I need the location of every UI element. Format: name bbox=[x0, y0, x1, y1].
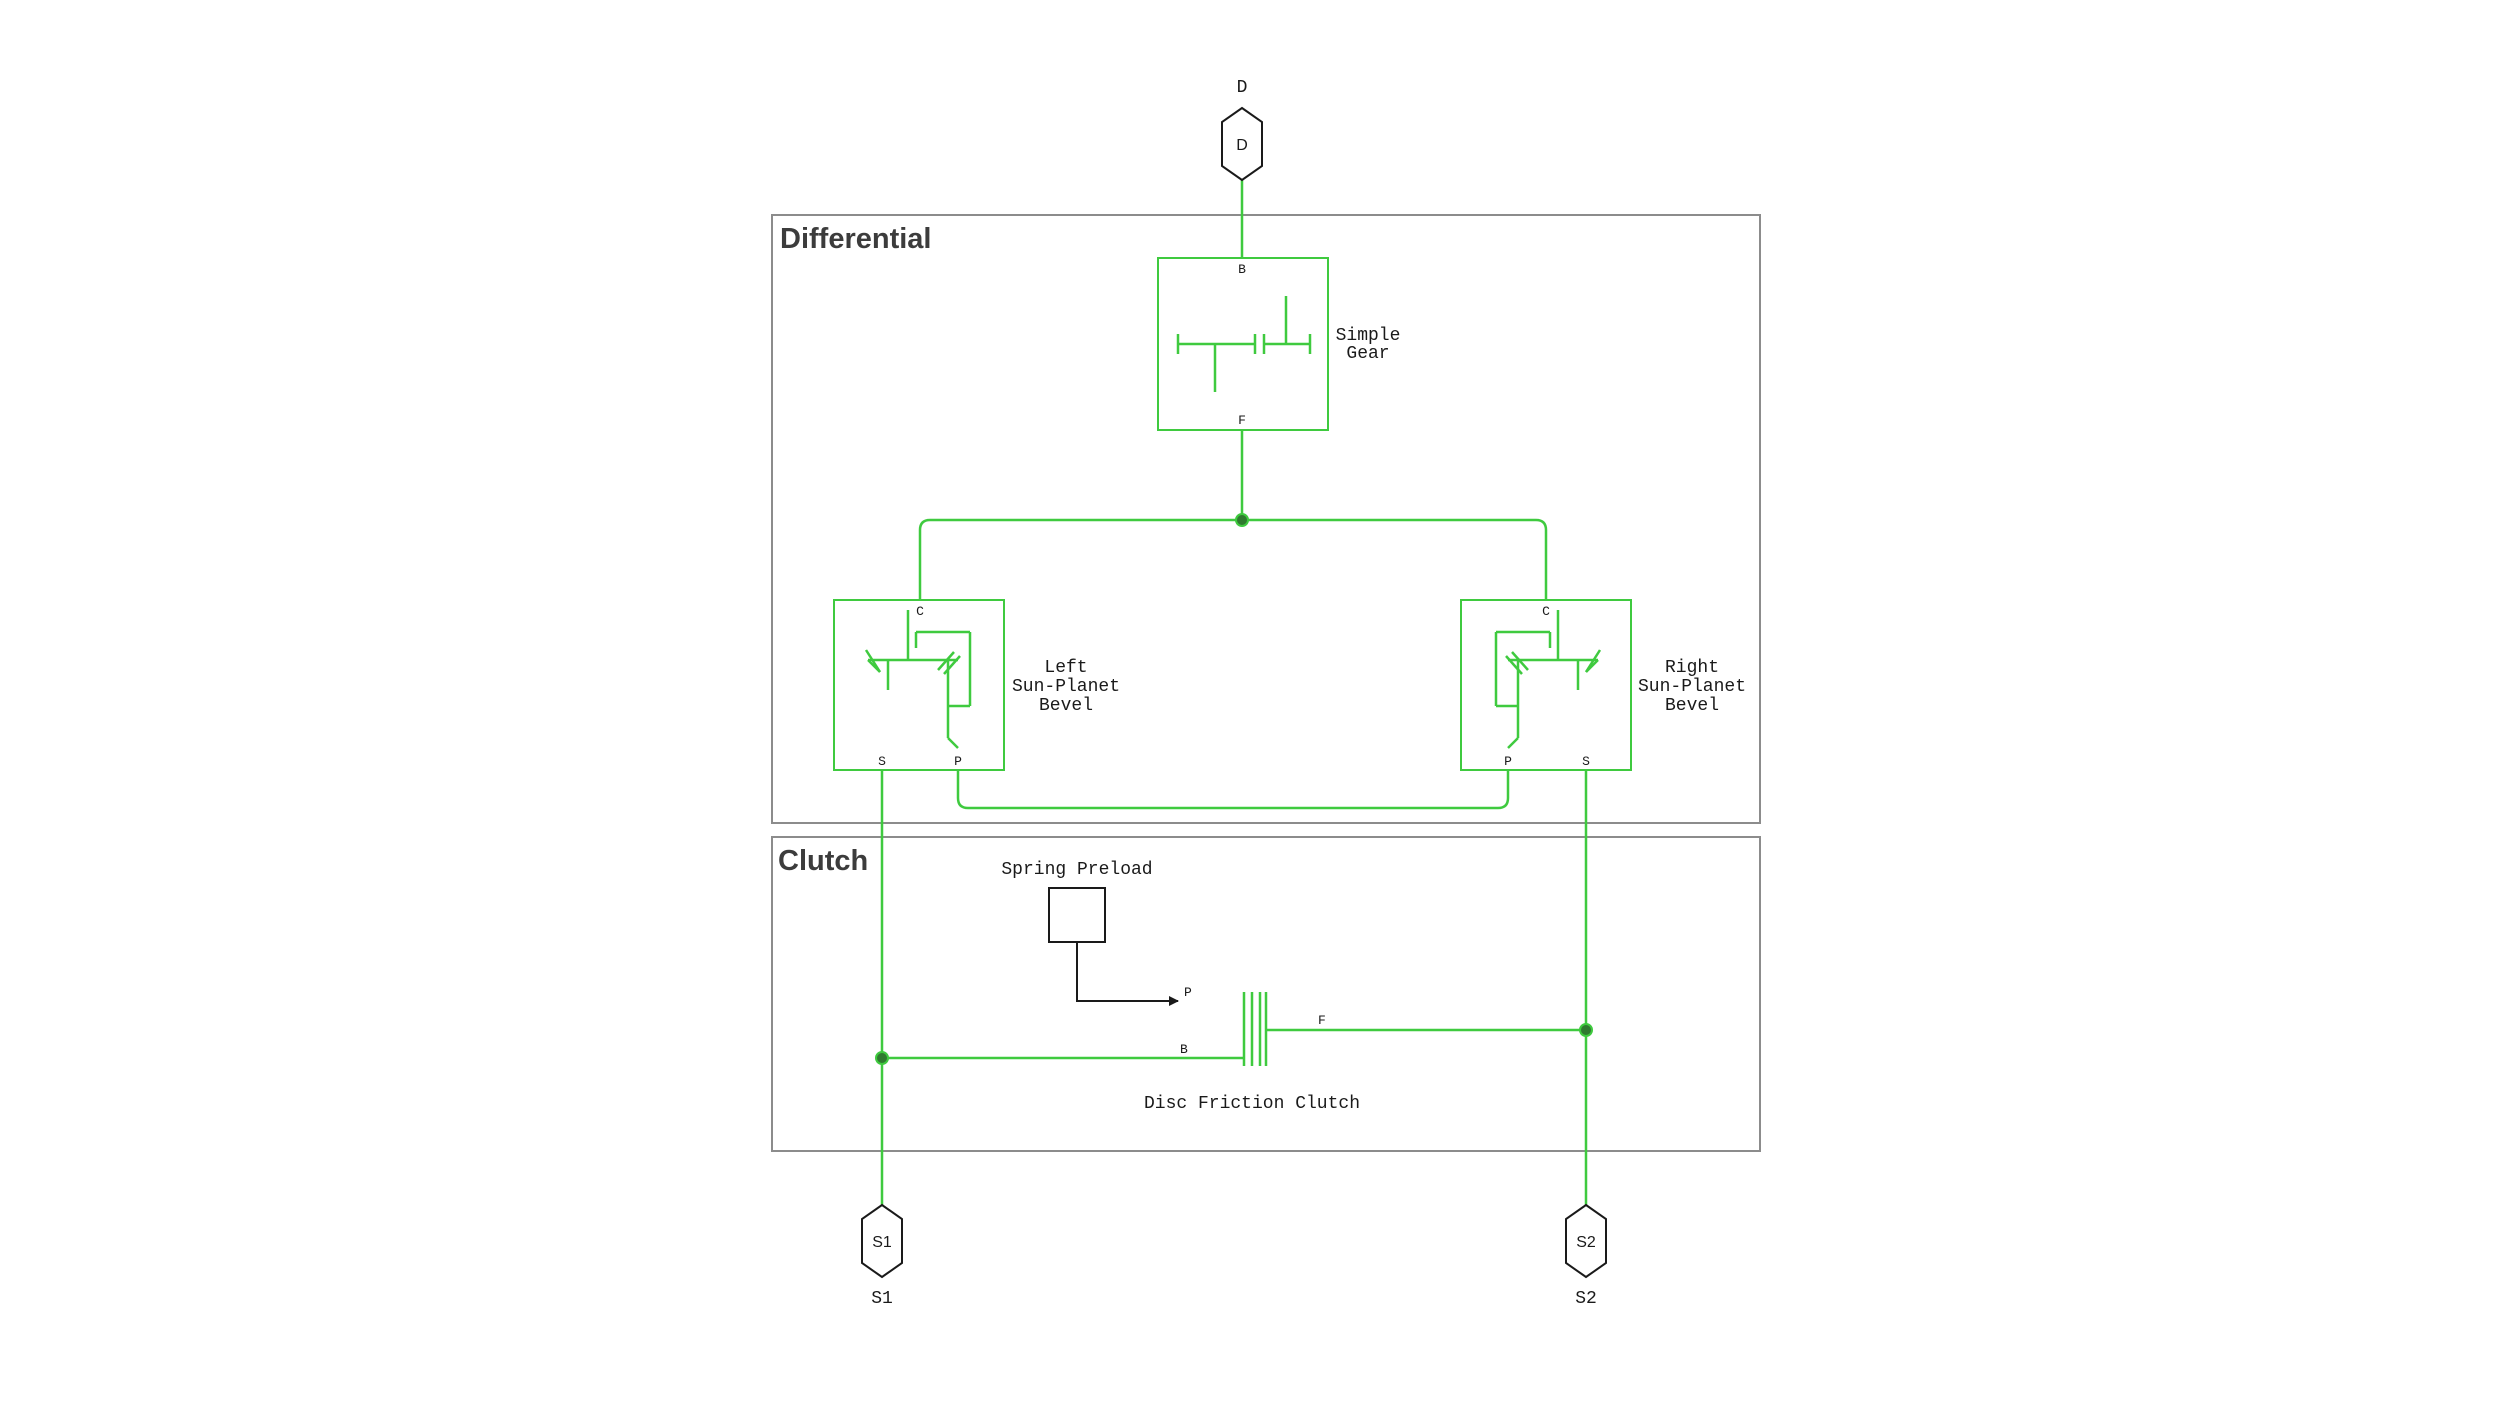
right-bevel-port-p: P bbox=[1504, 754, 1512, 769]
left-bevel-port-s: S bbox=[878, 754, 886, 769]
junction-top bbox=[1235, 513, 1249, 527]
port-d-symbol: D bbox=[1236, 137, 1248, 154]
left-bevel-port-p: P bbox=[954, 754, 962, 769]
disc-clutch-label: Disc Friction Clutch bbox=[1144, 1094, 1360, 1114]
junction-right bbox=[1579, 1023, 1593, 1037]
connections bbox=[880, 180, 1588, 1205]
port-d[interactable]: D D bbox=[1221, 78, 1263, 182]
right-bevel-label-3: Bevel bbox=[1665, 696, 1719, 716]
left-bevel-label-3: Bevel bbox=[1039, 696, 1093, 716]
port-s1-name: S1 bbox=[871, 1289, 893, 1309]
right-bevel-port-c: C bbox=[1542, 604, 1550, 619]
simple-gear-label-2: Gear bbox=[1346, 344, 1389, 364]
disc-clutch-icon bbox=[1242, 992, 1268, 1066]
right-bevel-label-1: Right bbox=[1665, 658, 1719, 678]
spring-preload-label: Spring Preload bbox=[1001, 860, 1152, 880]
port-s1-symbol: S1 bbox=[872, 1234, 892, 1251]
differential-title: Differential bbox=[780, 223, 931, 255]
simple-gear-port-f: F bbox=[1238, 413, 1246, 428]
disc-clutch-port-p: P bbox=[1184, 985, 1192, 1000]
port-d-name: D bbox=[1237, 78, 1248, 98]
left-bevel-port-c: C bbox=[916, 604, 924, 619]
spring-preload-block[interactable]: Spring Preload bbox=[1001, 860, 1153, 943]
disc-clutch-block[interactable]: P F B Disc Friction Clutch bbox=[1144, 985, 1360, 1114]
simple-gear-label-1: Simple bbox=[1336, 326, 1401, 346]
port-s1[interactable]: S1 S1 bbox=[861, 1203, 903, 1309]
right-bevel-port-s: S bbox=[1582, 754, 1590, 769]
left-bevel-block[interactable]: C S P Left Sun-Planet Bevel bbox=[833, 599, 1120, 771]
simple-gear-icon bbox=[1176, 296, 1312, 392]
left-bevel-label-2: Sun-Planet bbox=[1012, 677, 1120, 697]
left-bevel-label-1: Left bbox=[1044, 658, 1087, 678]
clutch-area[interactable]: Clutch bbox=[771, 836, 1761, 1152]
junction-left bbox=[875, 1051, 889, 1065]
port-s2-symbol: S2 bbox=[1576, 1234, 1596, 1251]
port-s2[interactable]: S2 S2 bbox=[1565, 1203, 1607, 1309]
simple-gear-block[interactable]: B F Simple Gear bbox=[1157, 257, 1401, 431]
disc-clutch-port-f: F bbox=[1318, 1013, 1326, 1028]
left-bevel-icon bbox=[864, 610, 972, 749]
right-bevel-icon bbox=[1494, 610, 1602, 749]
simple-gear-port-b: B bbox=[1238, 262, 1246, 277]
clutch-title: Clutch bbox=[778, 845, 868, 877]
right-bevel-block[interactable]: C P S Right Sun-Planet Bevel bbox=[1460, 599, 1746, 771]
disc-clutch-port-b: B bbox=[1180, 1042, 1188, 1057]
port-s2-name: S2 bbox=[1575, 1289, 1597, 1309]
preload-signal-line bbox=[1076, 942, 1179, 1006]
right-bevel-label-2: Sun-Planet bbox=[1638, 677, 1746, 697]
differential-area[interactable]: Differential bbox=[771, 214, 1761, 824]
